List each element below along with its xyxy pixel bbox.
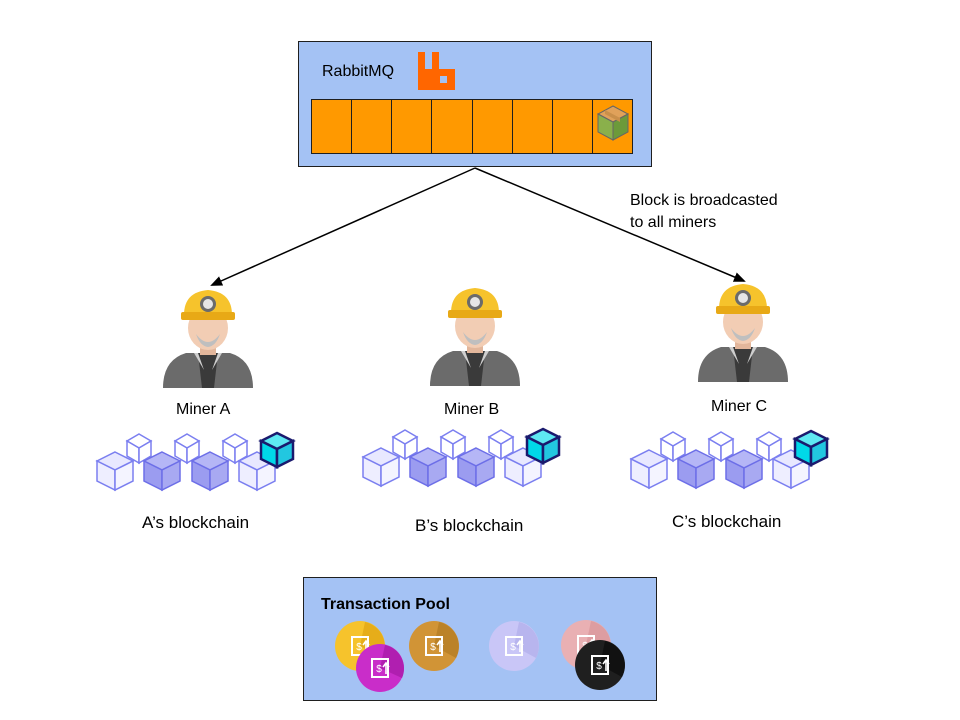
queue-slot [392, 100, 433, 153]
blockchain-a [96, 431, 295, 491]
blockchain-b-label: B’s blockchain [415, 516, 524, 535]
queue-slot [312, 100, 353, 153]
broadcast-label-line1: Block is broadcasted [630, 192, 778, 209]
blockchain-c-label: C’s blockchain [672, 512, 782, 531]
block-cube-icon [596, 105, 629, 141]
latest-block-icon [259, 431, 295, 469]
queue-slot [432, 100, 473, 153]
miner-c-icon [698, 284, 788, 382]
rabbitmq-title: RabbitMQ [322, 63, 395, 80]
miner-a-label: Miner A [176, 401, 231, 418]
miner-b-icon [430, 288, 520, 386]
blockchain-b [362, 427, 561, 487]
message-queue [311, 99, 633, 154]
blockchain-a-label: A’s blockchain [142, 513, 250, 532]
blockchain-c [630, 429, 829, 489]
broadcast-arrow-to-miner-a [210, 167, 476, 286]
transaction-pool-title: Transaction Pool [321, 596, 450, 613]
queue-slot [512, 100, 553, 153]
miner-a-icon [163, 290, 253, 388]
queue-slot-with-block [592, 100, 632, 153]
latest-block-icon [793, 429, 829, 467]
miner-c-label: Miner C [711, 398, 768, 415]
broadcast-label: Block is broadcasted to all miners [630, 190, 830, 234]
queue-slot [352, 100, 393, 153]
queue-slot [552, 100, 593, 153]
miner-b-label: Miner B [444, 401, 500, 418]
queue-slot [472, 100, 513, 153]
broadcast-label-line2: to all miners [630, 214, 717, 231]
latest-block-icon [525, 427, 561, 465]
